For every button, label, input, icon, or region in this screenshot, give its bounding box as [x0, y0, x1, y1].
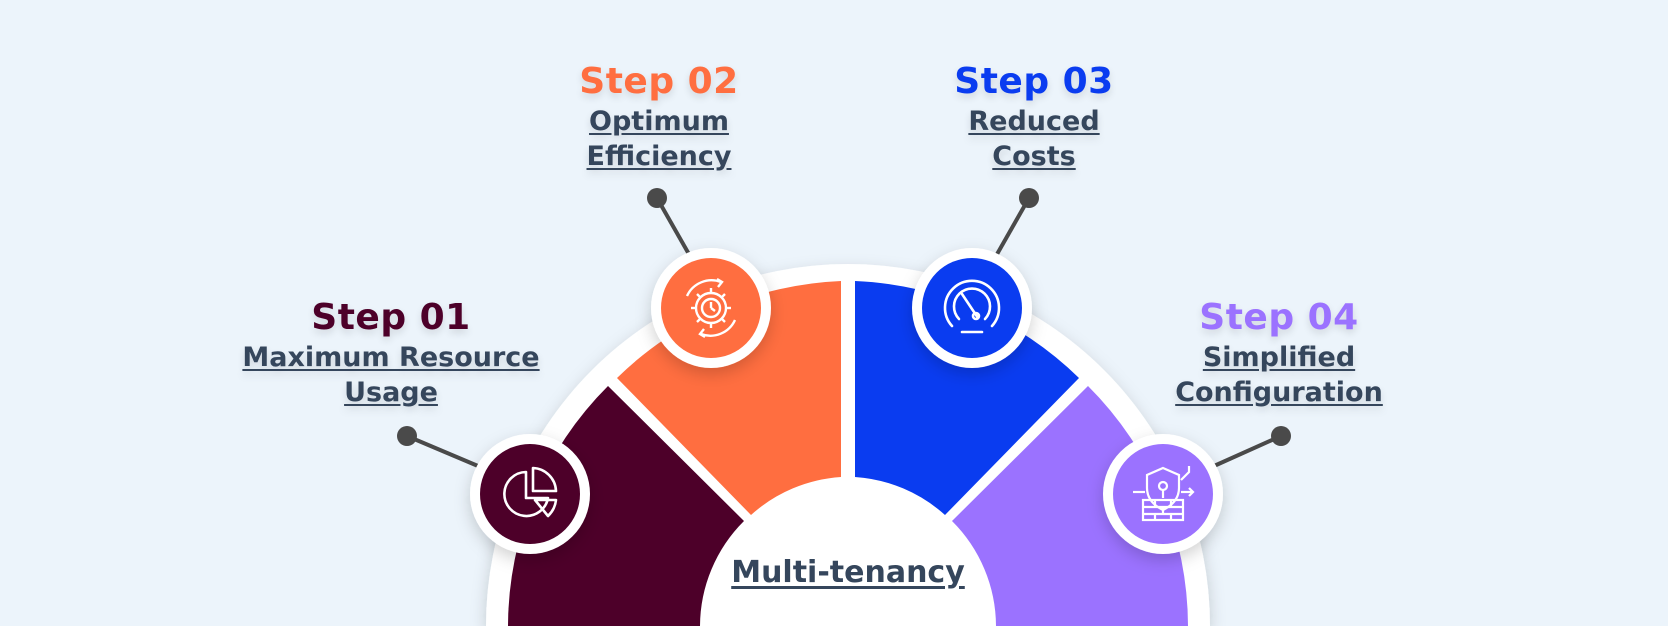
step-03-line-2: Costs: [992, 141, 1076, 172]
center-label: Multi-tenancy: [731, 555, 965, 590]
shield-firewall-icon: [1133, 466, 1195, 522]
step-04-line-1: Simplified: [1202, 342, 1356, 373]
step-02-line-1: Optimum: [589, 106, 729, 137]
step-04-line-2: Configuration: [1175, 377, 1383, 408]
connector-step-04: [1213, 426, 1291, 468]
step-04-title: Step 04: [1199, 297, 1359, 338]
badge-step-01: [470, 434, 590, 554]
step-04: Step 04 Simplified Configuration: [1175, 296, 1383, 410]
step-01-title: Step 01: [311, 297, 471, 338]
pie-chart-icon: [503, 466, 558, 518]
gauge-icon: [943, 279, 1001, 334]
step-01-line-2: Usage: [344, 377, 438, 408]
step-01: Step 01 Maximum Resource Usage: [242, 296, 539, 410]
step-03: Step 03 Reduced Costs: [954, 60, 1113, 174]
connector-step-03: [994, 188, 1039, 257]
step-03-line-1: Reduced: [968, 106, 1100, 137]
step-02: Step 02 Optimum Efficiency: [579, 60, 738, 174]
step-03-title: Step 03: [954, 61, 1114, 102]
gear-clock-icon: [685, 277, 737, 339]
connector-step-02: [647, 188, 692, 257]
step-02-line-2: Efficiency: [586, 141, 732, 172]
badge-step-04: [1103, 434, 1223, 554]
step-02-title: Step 02: [579, 61, 739, 102]
connector-step-01: [397, 426, 479, 468]
segment-step-01: [508, 386, 744, 626]
badge-step-03: [912, 248, 1032, 368]
step-01-line-1: Maximum Resource: [242, 342, 540, 373]
badge-step-02: [651, 248, 771, 368]
